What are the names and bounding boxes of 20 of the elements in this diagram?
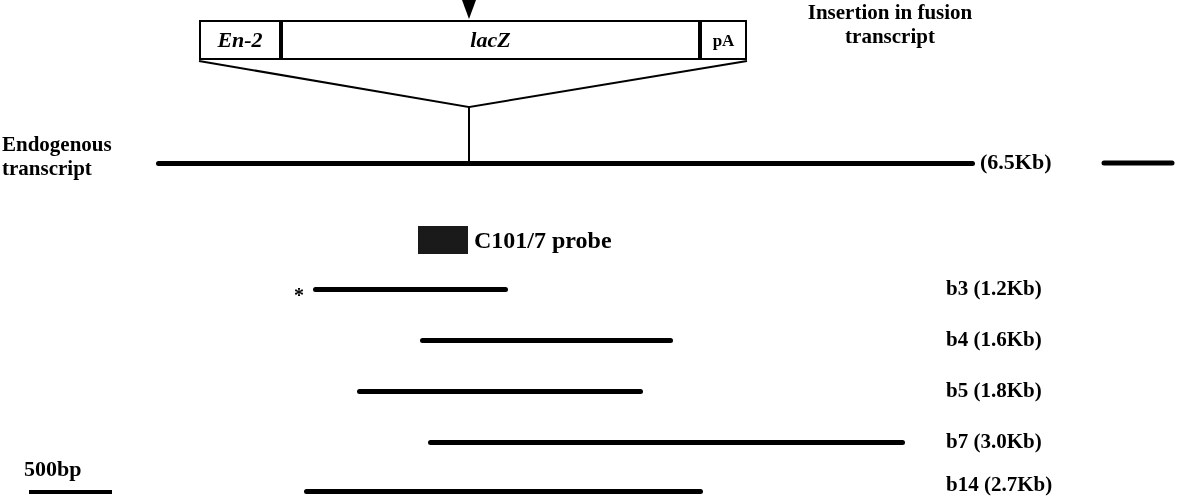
projection-line	[468, 60, 748, 162]
insertion-label: Insertion in fusion transcript	[806, 0, 974, 48]
gene-segment-box: pA	[700, 20, 747, 60]
clone-label: b7 (3.0Kb)	[946, 431, 1042, 452]
asterisk: *	[294, 285, 304, 305]
clone-bar	[357, 389, 643, 394]
clone-bar	[313, 287, 508, 292]
clone-label: b5 (1.8Kb)	[946, 380, 1042, 401]
gene-segment-box: En-2	[199, 20, 281, 60]
clone-bar	[304, 489, 703, 494]
clone-label: b14 (2.7Kb)	[946, 474, 1053, 495]
gene-segment-box: lacZ	[281, 20, 700, 60]
size-label: (6.5Kb)	[978, 151, 1054, 173]
transcript-label: Endogenous transcript	[2, 132, 113, 180]
clone-label: b4 (1.6Kb)	[946, 329, 1042, 350]
clone-label: b3 (1.2Kb)	[946, 278, 1042, 299]
clone-bar	[420, 338, 673, 343]
legend-text: C101/7 probe	[474, 228, 612, 252]
scale-label: 500bp	[24, 458, 82, 480]
clone-bar	[428, 440, 905, 445]
